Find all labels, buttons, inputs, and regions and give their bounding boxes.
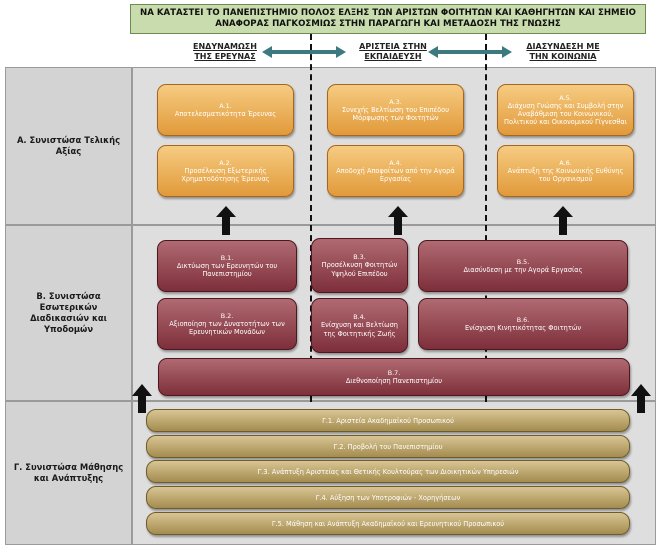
process-b2: Β.2. Αξιοποίηση των Δυνατοτήτων των Ερευ…: [157, 298, 297, 350]
process-b7-text: Διεθνοποίηση Πανεπιστημίου: [345, 377, 443, 385]
process-b3-code: Β.3.: [353, 253, 366, 262]
process-b6-code: Β.6.: [516, 315, 530, 324]
objective-a4: Α.4. Αποδοχή Αποφοίτων από την Αγορά Εργ…: [327, 145, 464, 197]
goal-society-line1: ΔΙΑΣΥΝΔΕΣΗ ΜΕ: [526, 42, 600, 51]
process-b4-code: Β.4.: [353, 313, 366, 322]
process-b5-code: Β.5.: [516, 257, 530, 266]
objective-a5-code: Α.5.: [559, 93, 572, 102]
double-arrow-icon: [262, 46, 346, 58]
learning-c2: Γ.2. Προβολή του Πανεπιστημίου: [146, 435, 630, 458]
learning-c5: Γ.5. Μάθηση και Ανάπτυξη Ακαδημαϊκού και…: [146, 512, 630, 535]
up-arrow-icon: [553, 206, 573, 235]
process-b6-text: Ενίσχυση Κινητικότητας Φοιτητών: [464, 324, 582, 332]
goal-education: ΑΡΙΣΤΕΙΑ ΣΤΗΝ ΕΚΠΑΙΔΕΥΣΗ: [343, 42, 443, 62]
process-b5-text: Διασύνδεση με την Αγορά Εργασίας: [463, 266, 583, 274]
objective-a2: Α.2. Προσέλκυση Εξωτερικής Χρηματοδότηση…: [157, 145, 294, 197]
up-arrow-icon: [631, 384, 651, 413]
goal-education-line1: ΑΡΙΣΤΕΙΑ ΣΤΗΝ: [359, 42, 427, 51]
process-b1-code: Β.1.: [220, 253, 234, 262]
objective-a3-code: Α.3.: [389, 97, 402, 106]
column-divider-left: [310, 34, 312, 402]
objective-a6: Α.6. Ανάπτυξη της Κοινωνικής Ευθύνης του…: [497, 145, 634, 197]
layer-c-label: Γ. Συνιστώσα Μάθησης και Ανάπτυξης: [5, 401, 132, 545]
objective-a2-code: Α.2.: [219, 158, 232, 167]
process-b2-text: Αξιοποίηση των Δυνατοτήτων των Ερευνητικ…: [169, 319, 285, 337]
process-b7: Β.7. Διεθνοποίηση Πανεπιστημίου: [158, 358, 630, 396]
process-b1-text: Δικτύωση των Ερευνητών του Πανεπιστημίου: [176, 261, 278, 279]
objective-a4-code: Α.4.: [389, 158, 402, 167]
objective-a1: Α.1. Αποτελεσματικότητα Έρευνας: [157, 84, 294, 136]
up-arrow-icon: [132, 384, 152, 413]
vision-banner: ΝΑ ΚΑΤΑΣΤΕΙ ΤΟ ΠΑΝΕΠΙΣΤΗΜΙΟ ΠΟΛΟΣ ΕΛΞΗΣ …: [130, 4, 646, 34]
column-divider-right: [485, 34, 487, 402]
double-arrow-icon: [428, 46, 512, 58]
goal-society-line2: ΤΗΝ ΚΟΙΝΩΝΙΑ: [529, 52, 597, 61]
process-b1: Β.1. Δικτύωση των Ερευνητών του Πανεπιστ…: [157, 240, 297, 292]
process-b4-text: Ενίσχυση και Βελτίωση της Φοιτητικής Ζωή…: [321, 321, 398, 338]
learning-c3: Γ.3. Ανάπτυξη Αριστείας και Θετικής Κουλ…: [146, 460, 630, 483]
layer-b-label: Β. Συνιστώσα Εσωτερικών Διαδικασιών και …: [5, 225, 132, 401]
process-b3-text: Προσέλκυση Φοιτητών Υψηλού Επιπέδου: [321, 261, 398, 278]
up-arrow-icon: [388, 206, 408, 235]
layer-a-label: Α. Συνιστώσα Τελικής Αξίας: [5, 67, 132, 225]
objective-a6-text: Ανάπτυξη της Κοινωνικής Ευθύνης του Οργα…: [507, 166, 624, 184]
process-b7-code: Β.7.: [387, 368, 401, 377]
objective-a6-code: Α.6.: [559, 158, 572, 167]
process-b5: Β.5. Διασύνδεση με την Αγορά Εργασίας: [418, 240, 628, 292]
objective-a1-text: Αποτελεσματικότητα Έρευνας: [174, 110, 277, 118]
objective-a3: Α.3. Συνεχής Βελτίωση του Επιπέδου Μόρφω…: [327, 84, 464, 136]
objective-a5: Α.5. Διάχυση Γνώσης και Συμβολή στην Ανα…: [497, 84, 634, 136]
learning-c4: Γ.4. Αύξηση των Υποτροφιών - Χορηγήσεων: [146, 486, 630, 509]
objective-a2-text: Προσέλκυση Εξωτερικής Χρηματοδότησης Έρε…: [181, 166, 270, 184]
objective-a4-text: Αποδοχή Αποφοίτων από την Αγορά Εργασίας: [336, 166, 455, 184]
process-b3: Β.3. Προσέλκυση Φοιτητών Υψηλού Επιπέδου: [311, 238, 408, 293]
learning-c1: Γ.1. Αριστεία Ακαδημαϊκού Προσωπικού: [146, 409, 630, 432]
goal-research-line2: ΤΗΣ ΕΡΕΥΝΑΣ: [194, 52, 256, 61]
objective-a5-text: Διάχυση Γνώσης και Συμβολή στην Αναβάθμι…: [504, 101, 627, 127]
objective-a3-text: Συνεχής Βελτίωση του Επιπέδου Μόρφωσης τ…: [341, 105, 450, 123]
process-b6: Β.6. Ενίσχυση Κινητικότητας Φοιτητών: [418, 298, 628, 350]
process-b2-code: Β.2.: [220, 311, 234, 320]
up-arrow-icon: [216, 206, 236, 235]
goal-education-line2: ΕΚΠΑΙΔΕΥΣΗ: [364, 52, 422, 61]
objective-a1-code: Α.1.: [219, 101, 232, 110]
goal-society: ΔΙΑΣΥΝΔΕΣΗ ΜΕ ΤΗΝ ΚΟΙΝΩΝΙΑ: [508, 42, 618, 62]
goal-research-line1: ΕΝΔΥΝΑΜΩΣΗ: [193, 42, 257, 51]
goal-research: ΕΝΔΥΝΑΜΩΣΗ ΤΗΣ ΕΡΕΥΝΑΣ: [175, 42, 275, 62]
process-b4: Β.4. Ενίσχυση και Βελτίωση της Φοιτητική…: [311, 298, 408, 353]
